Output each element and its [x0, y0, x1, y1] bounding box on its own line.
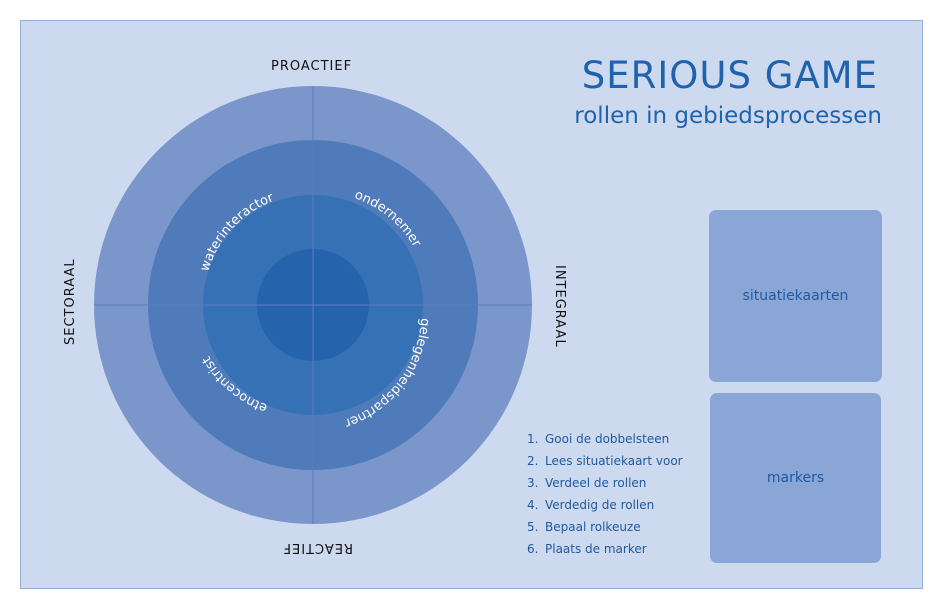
marker-tray-label: markers	[766, 470, 825, 486]
marker-tray[interactable]: markers	[710, 393, 881, 563]
step-item: 1.Gooi de dobbelsteen	[527, 432, 670, 446]
step-item: 5.Bepaal rolkeuze	[527, 520, 641, 534]
situation-card-deck[interactable]: situatiekaarten	[709, 210, 882, 382]
game-steps-list: 1.Gooi de dobbelsteen 2.Lees situatiekaa…	[527, 430, 683, 562]
step-item: 2.Lees situatiekaart voor	[527, 454, 683, 468]
axis-label-top: PROACTIEF	[271, 59, 353, 74]
step-item: 3.Verdeel de rollen	[527, 476, 647, 490]
axis-label-left: SECTORAAL	[63, 258, 78, 345]
axis-label-bottom: REACTIEF	[282, 540, 353, 555]
situation-card-label: situatiekaarten	[742, 288, 849, 304]
step-item: 6.Plaats de marker	[527, 542, 647, 556]
step-item: 4.Verdedig de rollen	[527, 498, 655, 512]
game-subtitle: rollen in gebiedsprocessen	[574, 103, 882, 129]
game-title: SERIOUS GAME	[581, 54, 878, 97]
axis-label-right: INTEGRAAL	[552, 265, 567, 348]
